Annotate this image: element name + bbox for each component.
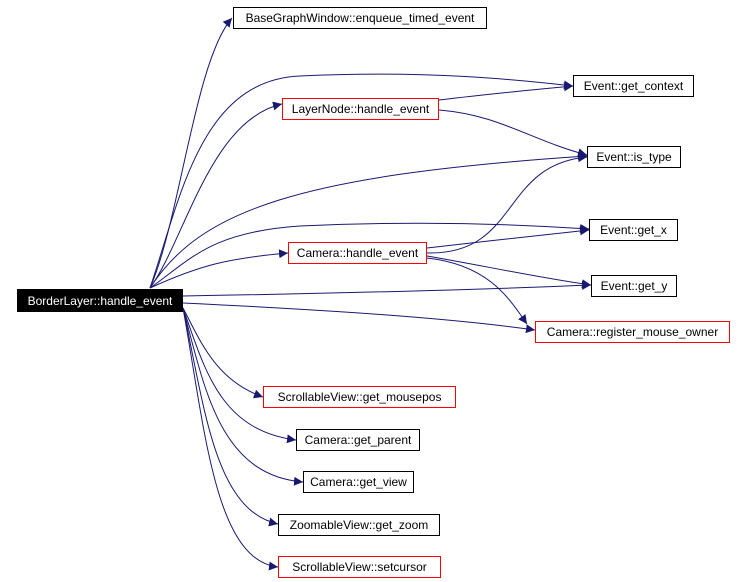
edge-camera-get-x (426, 226, 590, 249)
edge-root-get-x (149, 222, 590, 289)
node-camera-get-view[interactable]: Camera::get_view (303, 471, 414, 493)
node-camera-handle-event[interactable]: Camera::handle_event (288, 242, 427, 264)
edge-root-get-parent (182, 307, 297, 444)
edge-root-camera-handle (149, 249, 289, 289)
edge-root-setcursor (182, 307, 279, 571)
node-layer-node-handle-event[interactable]: LayerNode::handle_event (282, 98, 439, 120)
node-camera-register-mouse-owner[interactable]: Camera::register_mouse_owner (535, 321, 730, 343)
edge-camera-get-y (426, 255, 592, 289)
edge-root-layernode (149, 101, 283, 289)
node-zoomable-view-get-zoom[interactable]: ZoomableView::get_zoom (278, 514, 440, 536)
edge-root-get-view (182, 307, 304, 486)
node-border-layer-handle-event[interactable]: BorderLayer::handle_event (17, 289, 183, 312)
node-scrollable-view-get-mousepos[interactable]: ScrollableView::get_mousepos (263, 386, 456, 408)
node-camera-get-parent[interactable]: Camera::get_parent (296, 429, 420, 451)
edge-layernode-is-type (438, 109, 588, 158)
edge-camera-register (426, 257, 528, 325)
edge-layernode-get-context (438, 82, 574, 101)
edge-root-get-y (182, 280, 592, 297)
node-scrollable-view-setcursor[interactable]: ScrollableView::setcursor (278, 556, 441, 578)
edge-root-get-zoom (182, 307, 279, 527)
node-event-is-type[interactable]: Event::is_type (587, 146, 681, 168)
edge-root-is-type (149, 152, 588, 289)
node-event-get-context[interactable]: Event::get_context (573, 75, 694, 97)
edge-root-enqueue (149, 17, 233, 289)
edge-camera-is-type (426, 153, 588, 254)
edge-root-mousepos (182, 307, 264, 399)
node-event-get-x[interactable]: Event::get_x (589, 219, 678, 241)
node-event-get-y[interactable]: Event::get_y (591, 275, 677, 297)
edge-root-get-context (149, 73, 574, 289)
node-base-graph-window-enqueue-timed-event[interactable]: BaseGraphWindow::enqueue_timed_event (233, 7, 487, 29)
edge-root-register (182, 302, 536, 334)
